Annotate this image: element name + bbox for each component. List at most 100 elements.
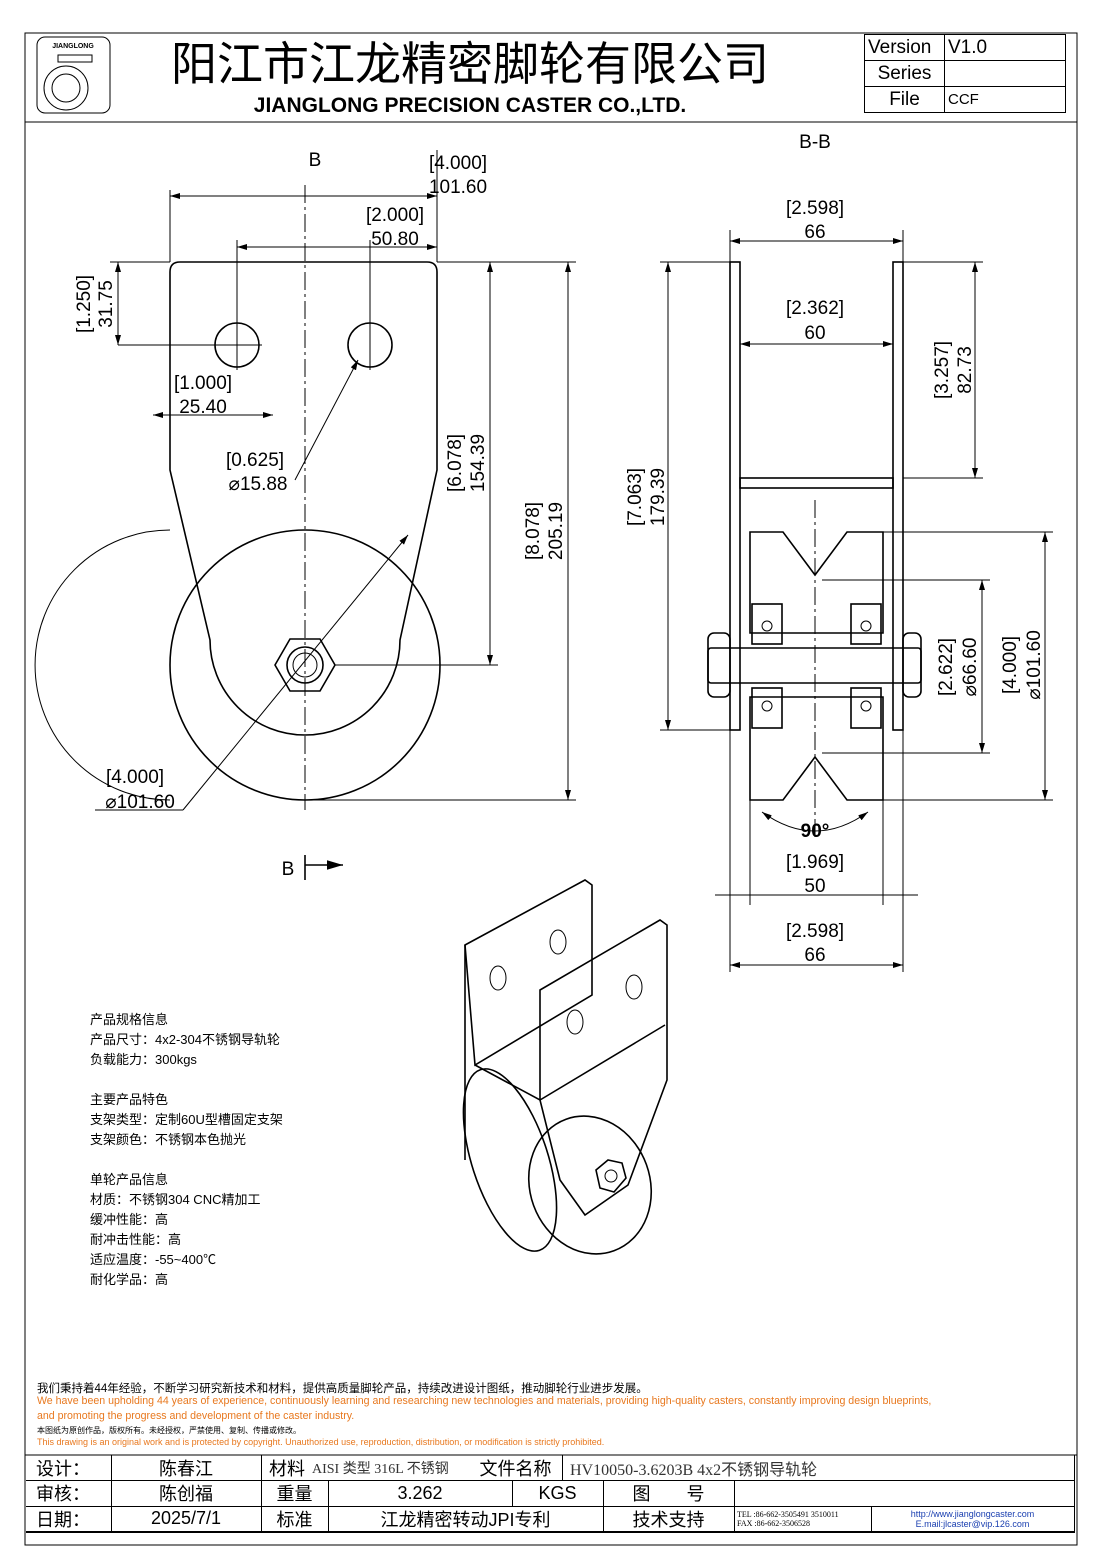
spec-line: 负载能力：300kgs	[90, 1052, 197, 1067]
filename-label: 文件名称	[469, 1455, 563, 1481]
material: AISI 类型 316L 不锈钢	[312, 1455, 470, 1481]
spec-line: 主要产品特色	[90, 1092, 169, 1107]
spec-line: 产品尺寸：4x2-304不锈钢导轨轮	[90, 1032, 280, 1047]
dim-text: 25.40	[179, 397, 227, 418]
wheel-section-upper	[749, 531, 884, 634]
dim-text: [8.078]	[523, 502, 544, 560]
en-copyright: This drawing is an original work and is …	[37, 1437, 605, 1447]
bearing	[751, 603, 783, 645]
section-label-top: B	[309, 150, 322, 171]
standard-label: 标准	[261, 1506, 329, 1533]
drawing-no	[734, 1480, 1075, 1507]
dim-text: [6.078]	[445, 434, 466, 492]
weight-unit: KGS	[512, 1480, 604, 1507]
spec-line: 产品规格信息	[90, 1012, 169, 1027]
dim-text: [4.000]	[106, 767, 164, 788]
company-name-cn: 阳江市江龙精密脚轮有限公司	[171, 38, 769, 90]
dim-text: [2.598]	[786, 198, 844, 219]
series-value	[944, 60, 1066, 87]
version-label: Version	[864, 34, 945, 61]
company-logo: JIANGLONG	[36, 36, 111, 114]
dim-text: 66	[804, 222, 825, 243]
date-label: 日期：	[26, 1506, 112, 1533]
dim-text: 154.39	[468, 434, 489, 492]
file-label: File	[864, 86, 945, 113]
front-view	[34, 150, 576, 880]
dim-text: 50	[804, 876, 825, 897]
tel: TEL :86-662-3505491 3510011	[737, 1509, 839, 1519]
product-specs: 产品规格信息 产品尺寸：4x2-304不锈钢导轨轮 负载能力：300kgs 主要…	[90, 1010, 283, 1290]
svg-text:JIANGLONG: JIANGLONG	[52, 43, 94, 50]
fax: FAX :86-662-3506528	[737, 1518, 810, 1528]
bearing	[850, 687, 882, 729]
dim-text: 101.60	[429, 177, 487, 198]
date: 2025/7/1	[111, 1506, 262, 1533]
spec-line: 适应温度：-55~400℃	[90, 1252, 217, 1267]
dim-text: [2.362]	[786, 298, 844, 319]
drawing-no-label: 图 号	[603, 1480, 735, 1507]
dim-text: [1.250]	[74, 275, 95, 333]
en-statement: and promoting the progress and developme…	[37, 1410, 355, 1422]
dim-text: 60	[804, 323, 825, 344]
dim-text: ⌀15.88	[229, 474, 288, 495]
notes: 我们秉持着44年经验，不断学习研究新技术和材料，提供高质量脚轮产品，持续改进设计…	[37, 1380, 1077, 1449]
support-label: 技术支持	[603, 1506, 735, 1533]
axle-head	[707, 632, 731, 698]
section-label-bottom: B	[282, 859, 295, 880]
contact-phone: TEL :86-662-3505491 3510011 FAX :86-662-…	[734, 1506, 872, 1533]
cn-statement: 我们秉持着44年经验，不断学习研究新技术和材料，提供高质量脚轮产品，持续改进设计…	[37, 1383, 648, 1395]
spec-line: 耐化学品：高	[90, 1272, 169, 1287]
spec-line	[90, 1150, 283, 1170]
spec-line: 支架颜色：不锈钢本色抛光	[90, 1132, 247, 1147]
en-statement: We have been upholding 44 years of exper…	[37, 1395, 932, 1407]
series-label: Series	[864, 60, 945, 87]
company-name-en: JIANGLONG PRECISION CASTER CO.,LTD.	[254, 94, 686, 117]
dim-text: [1.969]	[786, 852, 844, 873]
dim-text: [3.257]	[932, 341, 953, 399]
dim-text: 179.39	[648, 468, 669, 526]
reviewer-label: 审核：	[26, 1480, 112, 1507]
dim-text: 90°	[801, 821, 830, 842]
version-value: V1.0	[944, 34, 1066, 61]
dim-text: 50.80	[371, 229, 419, 250]
material-label: 材料	[261, 1455, 313, 1481]
dim-text: ⌀66.60	[960, 638, 981, 697]
spec-line: 缓冲性能：高	[90, 1212, 169, 1227]
spec-line: 支架类型：定制60U型槽固定支架	[90, 1112, 283, 1127]
dim-text: ⌀101.60	[1024, 630, 1045, 700]
drawing-frame	[24, 32, 1078, 1546]
dim-text: 31.75	[96, 280, 117, 328]
isometric-view	[462, 879, 668, 1255]
section-view	[660, 230, 1053, 972]
dim-text: [2.000]	[366, 205, 424, 226]
dim-text: ⌀101.60	[105, 792, 175, 813]
spec-line: 耐冲击性能：高	[90, 1232, 182, 1247]
reviewer: 陈创福	[111, 1480, 262, 1507]
cn-copyright: 本图纸为原创作品，版权所有。未经授权，严禁使用、复制、传播或修改。	[37, 1426, 301, 1435]
dim-text: [2.622]	[936, 638, 957, 696]
file-value: CCF	[944, 86, 1066, 113]
website-link[interactable]: http://www.jianglongcaster.com	[910, 1508, 1035, 1519]
dim-text: [4.000]	[429, 153, 487, 174]
spec-line: 材质：不锈钢304 CNC精加工	[90, 1192, 261, 1207]
designer-label: 设计：	[26, 1455, 112, 1481]
axle-nut	[902, 632, 922, 698]
dim-text: [1.000]	[174, 373, 232, 394]
section-view-title: B-B	[799, 132, 831, 153]
spec-line: 单轮产品信息	[90, 1172, 169, 1187]
bracket-plate	[169, 261, 438, 736]
wheel-section-lower	[749, 696, 884, 801]
weight: 3.262	[328, 1480, 513, 1507]
email-link[interactable]: E.mail:jlcaster@vip.126.com	[915, 1518, 1030, 1529]
designer: 陈春江	[111, 1455, 262, 1481]
dim-text: [4.000]	[1000, 636, 1021, 694]
filename: HV10050-3.6203B 4x2不锈钢导轨轮	[562, 1455, 1075, 1481]
bearing	[850, 603, 882, 645]
standard: 江龙精密转动JPI专利	[328, 1506, 604, 1533]
weight-label: 重量	[261, 1480, 329, 1507]
contact-web: http://www.jianglongcaster.com E.mail:jl…	[871, 1506, 1075, 1533]
dim-text: [0.625]	[226, 450, 284, 471]
dim-text: [2.598]	[786, 921, 844, 942]
dim-text: 66	[804, 945, 825, 966]
